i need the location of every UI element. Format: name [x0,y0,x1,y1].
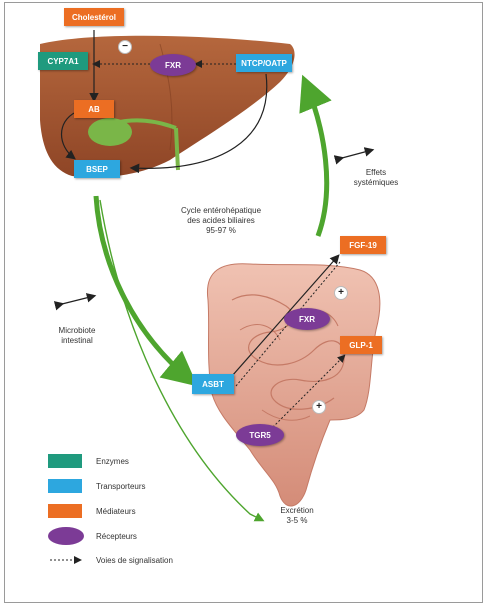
cycle-label-line2: des acides biliaires [187,216,255,225]
ab-box: AB [74,100,114,118]
excretion-label-line1: Excrétion [280,506,314,515]
cycle-label: Cycle entérohépatique des acides biliair… [156,206,286,236]
fxr-liver-receptor: FXR [150,54,196,76]
green-arrow-excretion [99,199,265,522]
excretion-label-line2: 3-5 % [286,516,308,525]
cycle-label-line1: Cycle entérohépatique [180,206,262,215]
asbt-box: ASBT [192,374,234,394]
legend-swatch-recepteurs [48,527,84,545]
arrow-tgr5-to-glp1 [269,354,346,431]
excretion-label: Excrétion 3-5 % [262,506,332,526]
effects-label-line1: Effets [365,168,387,177]
microbiote-label: Microbiote intestinal [42,326,112,346]
legend-label-transporteurs: Transporteurs [96,482,146,491]
cholesterol-box: Cholestérol [64,8,124,26]
legend-label-voies: Voies de signalisation [96,556,173,565]
stimulation-sign-fgf19: + [334,286,348,300]
legend-label-recepteurs: Récepteurs [96,532,137,541]
legend-label-mediateurs: Médiateurs [96,507,136,516]
cyp7a1-box: CYP7A1 [38,52,88,70]
fxr-gut-receptor: FXR [284,308,330,330]
legend-label-enzymes: Enzymes [96,457,129,466]
effects-label: Effets systémiques [336,168,416,188]
legend-swatch-enzymes [48,454,82,468]
cycle-label-line3: 95-97 % [206,226,236,235]
stimulation-sign-glp1: + [312,400,326,414]
glp1-box: GLP-1 [340,336,382,354]
inhibition-sign: − [118,40,132,54]
microbiote-label-line2: intestinal [61,336,93,345]
arrow-ab-to-bsep [61,111,77,160]
double-arrow-effects [333,147,375,165]
double-arrow-microbiote [53,293,97,311]
legend-swatch-transporteurs [48,479,82,493]
gallbladder-shape [88,118,132,146]
bsep-box: BSEP [74,160,120,178]
green-arrow-gut-to-liver [299,74,332,237]
legend-swatch-mediateurs [48,504,82,518]
fgf19-box: FGF-19 [340,236,386,254]
effects-label-line2: systémiques [353,178,399,187]
microbiote-label-line1: Microbiote [58,326,96,335]
tgr5-receptor: TGR5 [236,424,284,446]
ntcp-oatp-box: NTCP/OATP [236,54,292,72]
arrow-ntcp-to-bsep [129,73,268,174]
